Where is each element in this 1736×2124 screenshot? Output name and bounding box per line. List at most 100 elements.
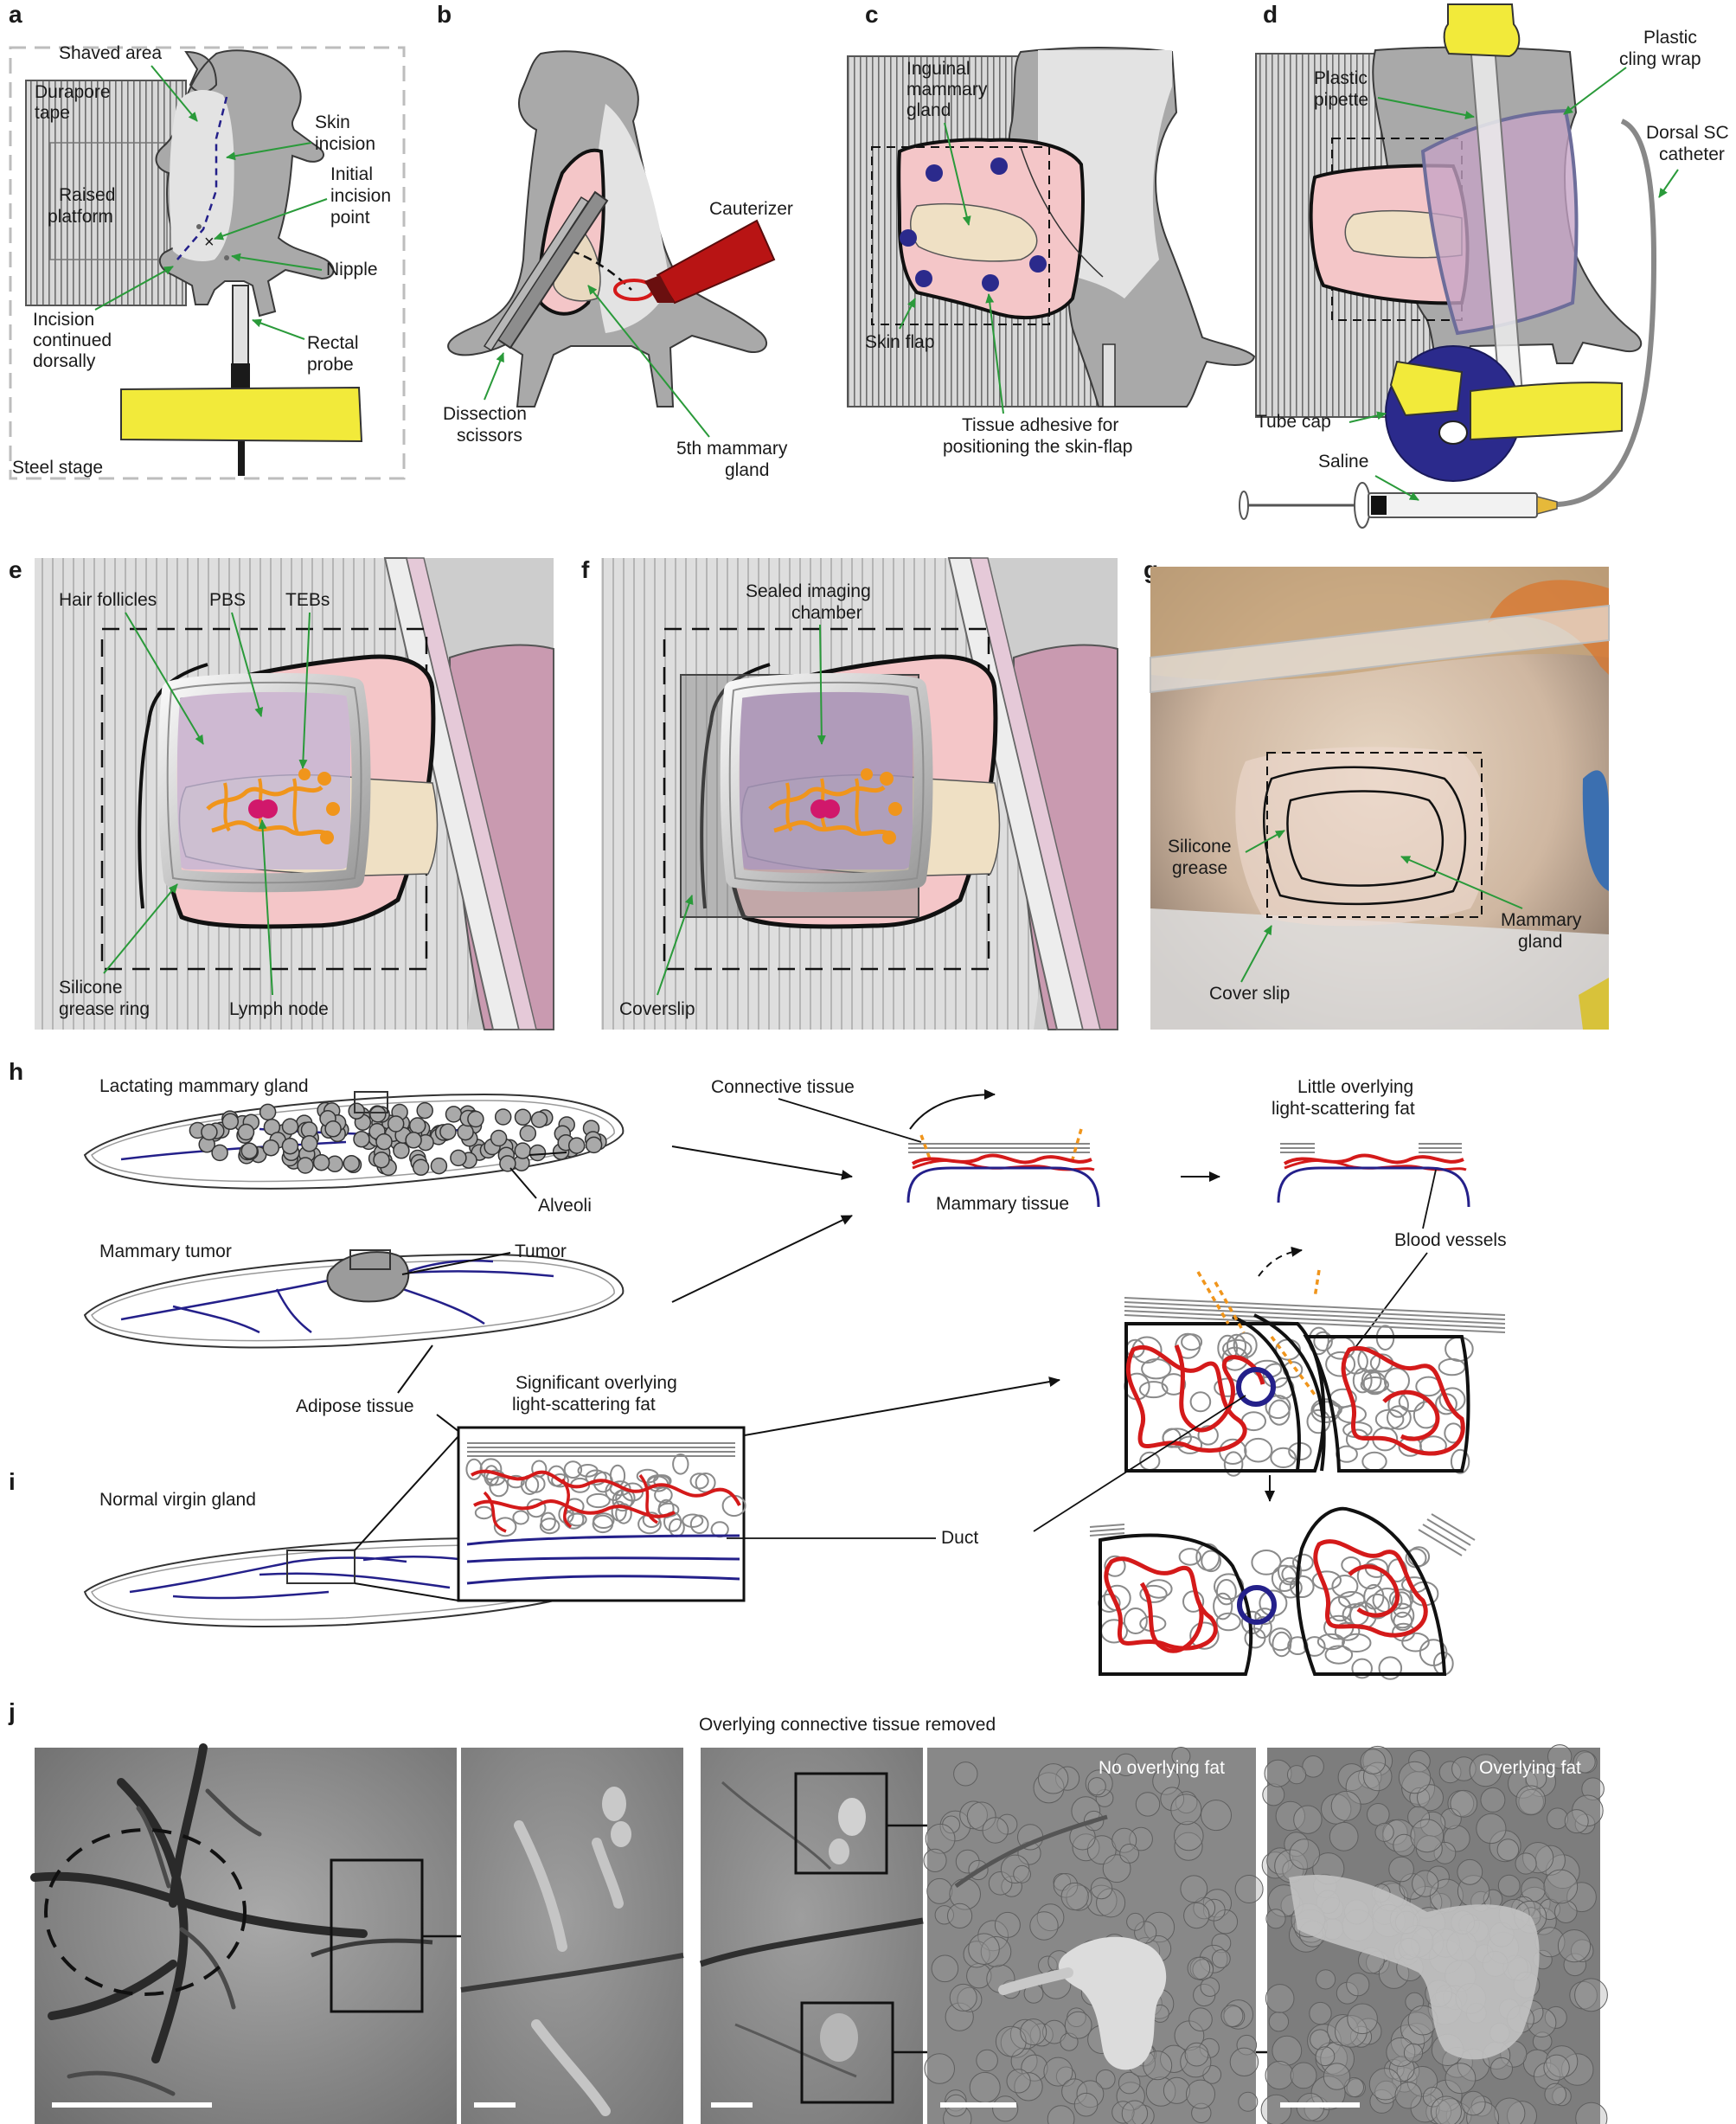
tissue-texture-cell (1508, 1768, 1538, 1799)
tissue-texture-cell (1275, 1800, 1306, 1832)
tissue-texture-cell (1574, 1978, 1608, 2012)
label-incision-continued: Incision (33, 310, 94, 330)
tissue-texture-cell (1029, 1911, 1059, 1941)
label-cling-wrap: cling wrap (1619, 49, 1701, 69)
label-adhesive: Tissue adhesive for (962, 415, 1118, 435)
fat-cell (479, 1458, 503, 1480)
panel-e: e Hair follicles PBS TEBs Silicone greas… (9, 556, 554, 1030)
arrow (944, 122, 971, 226)
tissue-texture-cell (1064, 2011, 1092, 2039)
micrograph-vessels (721, 1781, 857, 2078)
alveolus (457, 1123, 474, 1141)
label-durapore: Durapore (35, 82, 111, 102)
fat-cell (1189, 1391, 1212, 1413)
fat-cell (540, 1511, 556, 1531)
label-initial-point: point (330, 208, 370, 228)
arrow (125, 612, 204, 745)
tissue-texture-cell (1406, 2066, 1438, 2097)
tissue-texture-cell (1461, 2090, 1486, 2116)
tissue-texture-cell (923, 1848, 947, 1872)
tissue-texture-cell (1573, 1750, 1596, 1774)
label-cauterizer: Cauterizer (709, 199, 793, 219)
tissue-texture-cell (980, 1936, 1012, 1967)
grease-ring-outline (1263, 766, 1467, 906)
tissue-texture-cell (925, 1823, 956, 1854)
fat-cell (586, 1492, 611, 1509)
micrograph-teb (820, 2013, 858, 2062)
tissue-texture-cell (1111, 2101, 1135, 2124)
leader-line (1033, 1395, 1246, 1532)
label-catheter: catheter (1659, 144, 1725, 164)
tissue-texture-cell (1445, 2063, 1477, 2095)
gland-edge (1020, 146, 1104, 278)
tissue-texture-cell (1265, 2061, 1294, 2090)
label-significant-fat: light-scattering fat (512, 1395, 656, 1415)
tissue-texture-cell (1403, 2043, 1424, 2063)
micrograph-teb (602, 1787, 626, 1821)
tissue-texture-cell (1543, 1869, 1579, 1904)
arrow (1377, 97, 1475, 119)
alveolus (353, 1130, 370, 1148)
tissue-texture-cell (1431, 2095, 1462, 2124)
adhesive-dot (982, 274, 999, 292)
micrograph-vessels (67, 1788, 262, 2096)
label-incision-continued: continued (33, 330, 112, 350)
label-skin-incision: incision (315, 134, 375, 154)
label-skin-flap: Skin flap (865, 332, 935, 352)
tissue-texture-cell (924, 2053, 955, 2084)
tissue-texture-cell (976, 2049, 998, 2072)
tissue-texture-cell (1020, 2018, 1047, 2046)
syringe-thumb-rest (1239, 491, 1249, 520)
tissue-texture-cell (1337, 1763, 1366, 1792)
fat-cell (1351, 1658, 1373, 1679)
label-no-overlying-fat: No overlying fat (1099, 1758, 1225, 1778)
label-duct: Duct (941, 1528, 978, 1548)
tissue-texture-cell (945, 2002, 974, 2031)
tissue-texture-cell (1287, 1765, 1307, 1785)
pipette-tape (1443, 3, 1521, 58)
tissue-texture-cell (1409, 1787, 1431, 1808)
tissue-texture-cell (1412, 1870, 1439, 1897)
fat-cell (1123, 1607, 1148, 1634)
tissue-texture-cell (1310, 2029, 1331, 2050)
zoom-box (286, 1550, 356, 1584)
arrow (484, 352, 504, 401)
tissue-texture-cell (1180, 2046, 1212, 2078)
blood-vessel (470, 1469, 741, 1506)
panel-letter-d: d (1263, 1, 1278, 28)
tissue-texture-cell (1466, 2101, 1500, 2124)
fat-cell (682, 1513, 704, 1528)
label-saline: Saline (1318, 452, 1368, 472)
shaved-area (593, 104, 670, 333)
fat-cell (1352, 1368, 1373, 1394)
tissue-texture-cell (1316, 1969, 1336, 1990)
tissue-texture-cell (1086, 1884, 1118, 1916)
pipette-edge (970, 557, 1101, 1030)
tissue-texture-cell (1336, 1981, 1359, 2005)
tissue-texture-cell (1349, 2025, 1373, 2048)
tissue-texture-cell (969, 2071, 1001, 2103)
tissue-texture-cell (1346, 1973, 1370, 1997)
alveolus (490, 1129, 508, 1147)
label-connective: Connective tissue (711, 1077, 855, 1097)
flow-arrow (671, 1145, 853, 1180)
tissue-texture-cell (1211, 1949, 1231, 1968)
tissue-texture-cell (947, 1903, 973, 1928)
arrow (103, 883, 178, 974)
photo-blue-object (1582, 770, 1609, 891)
cut-line (570, 249, 632, 291)
fat-cell (1215, 1579, 1237, 1606)
tissue-texture-cell (1180, 1875, 1208, 1903)
duct (466, 1534, 740, 1585)
tissue-texture-cell (1309, 2001, 1332, 2025)
fat-cell (1189, 1621, 1220, 1650)
tissue-texture-cell (1494, 2097, 1526, 2124)
label-pipette: Plastic (1314, 68, 1368, 88)
tissue-texture-cell (1330, 1790, 1361, 1821)
scale-bar (711, 2102, 753, 2108)
label-lymph-node: Lymph node (229, 999, 329, 1019)
tissue-texture-cell (1131, 2104, 1155, 2124)
tissue-texture-cell (1469, 1754, 1502, 1787)
leader-line (528, 1152, 567, 1156)
